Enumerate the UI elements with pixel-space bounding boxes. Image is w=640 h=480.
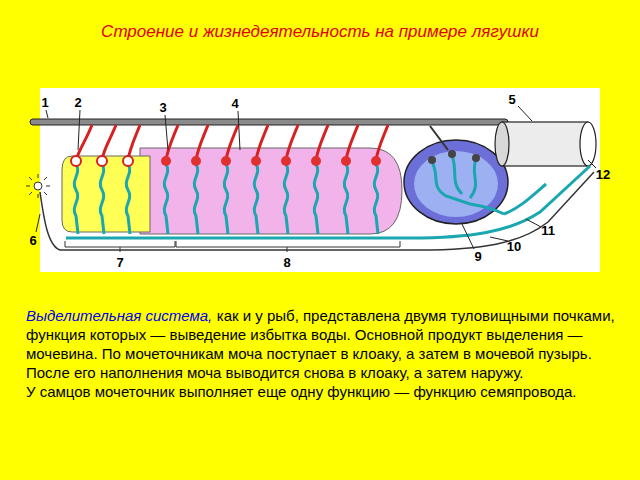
- callout-number: 11: [540, 224, 556, 237]
- aorta: [30, 119, 508, 125]
- slide-title: Строение и жизнедеятельность на примере …: [0, 22, 640, 42]
- tubules: [74, 164, 378, 234]
- lead-term: Выделительная система,: [26, 307, 212, 324]
- ureter: [66, 166, 590, 238]
- callout-number: 5: [507, 93, 516, 106]
- callout-number: 8: [282, 256, 291, 269]
- text-paragraph: Выделительная система,как и у рыб, предс…: [26, 306, 626, 382]
- leader-lines: [36, 106, 596, 249]
- bracket: [176, 241, 400, 252]
- callout-number: 10: [506, 240, 522, 253]
- text-paragraph: У самцов мочеточник выполняет еще одну ф…: [26, 382, 626, 401]
- callout-number: 9: [473, 250, 482, 263]
- nephrostome: [26, 174, 50, 198]
- cloaca: [495, 122, 596, 166]
- callout-number: 12: [595, 168, 611, 181]
- callout-number: 7: [115, 256, 124, 269]
- bladder-glomeruli: [428, 150, 480, 164]
- callout-number: 2: [73, 96, 82, 109]
- arteries: [76, 125, 388, 160]
- callout-number: 3: [158, 101, 167, 114]
- callout-number: 1: [40, 96, 49, 109]
- callout-number: 6: [28, 234, 37, 247]
- vessel: [430, 126, 448, 150]
- bladder-vessels: [432, 156, 504, 214]
- bladder-duct: [504, 184, 546, 214]
- bracket: [65, 241, 175, 252]
- white-panel: [40, 88, 600, 272]
- body-text: У самцов мочеточник выполняет еще одну ф…: [26, 383, 576, 400]
- callout-number: 4: [230, 97, 239, 110]
- glomeruli: [71, 156, 381, 166]
- bladder: [404, 140, 508, 224]
- kidney-pink: [140, 148, 402, 234]
